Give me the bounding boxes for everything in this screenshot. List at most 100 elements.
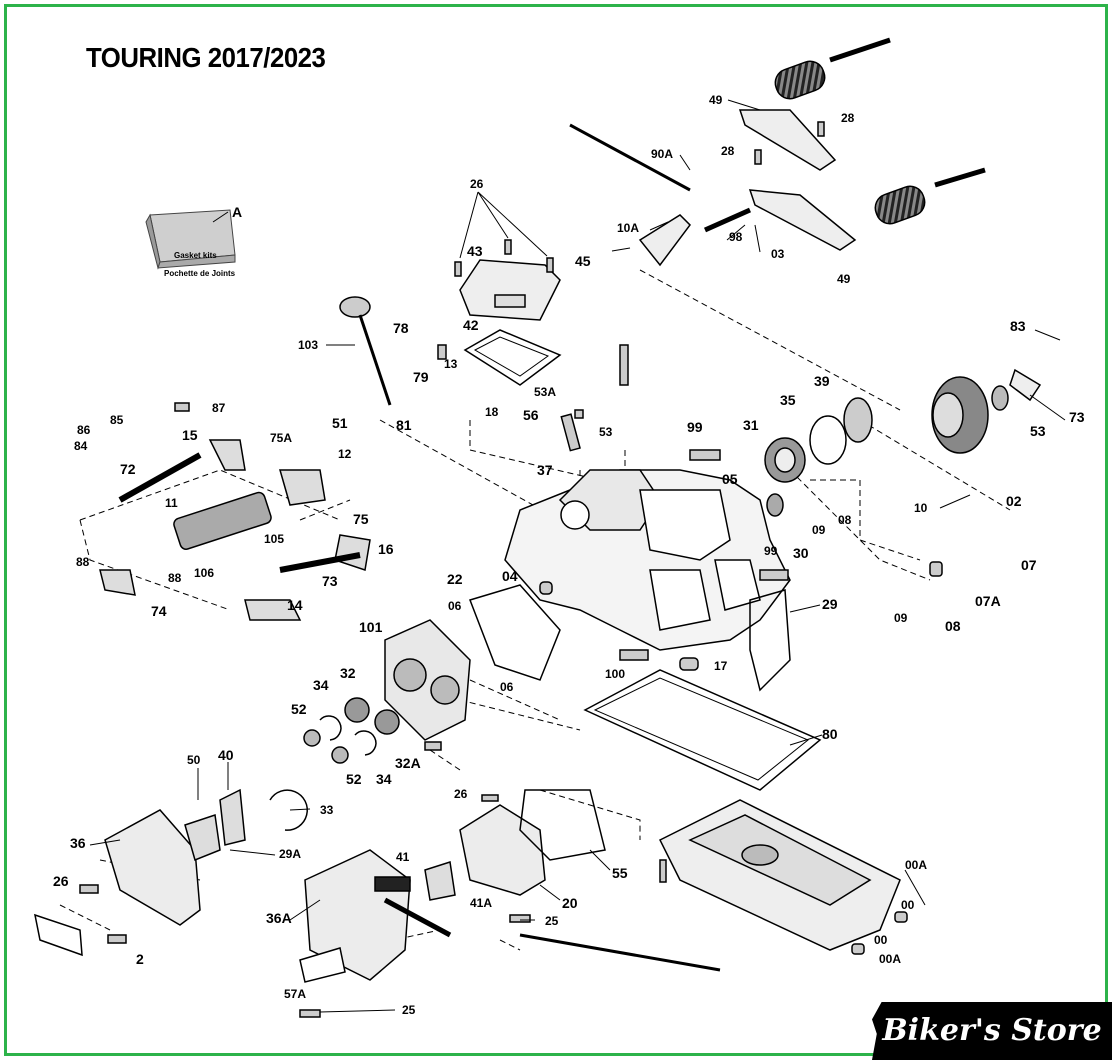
- dipstick: [339, 296, 392, 406]
- page-border: [4, 4, 1108, 1056]
- callout: 25: [545, 914, 559, 928]
- callout: 34: [313, 677, 329, 693]
- callout: 56: [523, 407, 539, 423]
- gasket-kit-caption: Pochette de Joints: [164, 269, 236, 278]
- callout: 18: [485, 405, 499, 419]
- callout: 02: [1006, 493, 1022, 509]
- callout: 14: [287, 597, 303, 613]
- callout: 33: [320, 803, 334, 817]
- brand-logo: Biker's Store: [872, 1002, 1112, 1060]
- callout: 81: [396, 417, 412, 433]
- page-title: TOURING 2017/2023: [86, 42, 326, 73]
- callout: 34: [376, 771, 392, 787]
- callout: 72: [120, 461, 136, 477]
- callout: 86: [77, 423, 91, 437]
- callout: 00A: [905, 858, 927, 872]
- callout: 00: [874, 933, 888, 947]
- callout: 53A: [534, 385, 556, 399]
- gasket-kit-box: [145, 209, 236, 270]
- callout: 41: [396, 850, 410, 864]
- callout: 06: [500, 680, 514, 694]
- callout: 99: [687, 419, 703, 435]
- callout: 08: [945, 618, 961, 634]
- callout: 00A: [879, 952, 901, 966]
- callout: 39: [814, 373, 830, 389]
- callout: 78: [393, 320, 409, 336]
- callout: 31: [743, 417, 759, 433]
- callout: 52: [346, 771, 362, 787]
- callout: 42: [463, 317, 479, 333]
- callout: 40: [218, 747, 234, 763]
- callout: 103: [298, 338, 318, 352]
- callout: 26: [53, 873, 69, 889]
- callout: 90A: [651, 147, 673, 161]
- callout: 88: [76, 555, 90, 569]
- callout: 13: [444, 357, 458, 371]
- callout: 09: [894, 611, 908, 625]
- transmission-door: [384, 619, 471, 741]
- callout: 83: [1010, 318, 1026, 334]
- callout: 09: [812, 523, 826, 537]
- callout: 36: [70, 835, 86, 851]
- callout: 49: [837, 272, 851, 286]
- callout: 106: [194, 566, 214, 580]
- callout: 75: [353, 511, 369, 527]
- callout: 10: [914, 501, 928, 515]
- callout: 17: [714, 659, 728, 673]
- leader-line-A: [212, 211, 229, 223]
- callout: 32: [340, 665, 356, 681]
- callout: 28: [841, 111, 855, 125]
- callout: 85: [110, 413, 124, 427]
- oil-pan: [658, 799, 901, 951]
- callout: 05: [722, 471, 738, 487]
- callout: 45: [575, 253, 591, 269]
- callout-leaders: [89, 99, 1066, 1013]
- callout: 26: [454, 787, 468, 801]
- callout: 32A: [395, 755, 421, 771]
- door-bearings: [303, 697, 400, 764]
- callout: 07A: [975, 593, 1001, 609]
- cover-gaskets: [269, 589, 791, 861]
- callout: 53: [599, 425, 613, 439]
- gasket-kit-label: A: [232, 204, 242, 220]
- callout: 88: [168, 571, 182, 585]
- bearings-right: [764, 397, 873, 517]
- callout: 52: [291, 701, 307, 717]
- callout: 55: [612, 865, 628, 881]
- callout: 12: [338, 447, 352, 461]
- callout: 87: [212, 401, 226, 415]
- callout: 29: [822, 596, 838, 612]
- callout: 00: [901, 898, 915, 912]
- callout: 98: [729, 230, 743, 244]
- callout: 20: [562, 895, 578, 911]
- callout: 28: [721, 144, 735, 158]
- gasket-kit-box-text: Gasket kits: [174, 251, 217, 260]
- callout: 36A: [266, 910, 292, 926]
- transmission-housing: [504, 469, 791, 651]
- shift-lever-assembly: [569, 37, 986, 267]
- callout: 35: [780, 392, 796, 408]
- shift-drum-and-forks: [99, 439, 371, 621]
- callout: 73: [1069, 409, 1085, 425]
- callout: 74: [151, 603, 167, 619]
- callout: 25: [402, 1003, 416, 1017]
- door-gasket: [469, 584, 561, 681]
- callout-labels: 26 43 42 45 10A 90A 49 28 28 98 03 49 10…: [53, 93, 1085, 1017]
- callout: 100: [605, 667, 625, 681]
- callout: 84: [74, 439, 88, 453]
- callout: 04: [502, 568, 518, 584]
- callout: 07: [1021, 557, 1037, 573]
- callout: 11: [165, 496, 178, 510]
- callout: 10A: [617, 221, 639, 235]
- small-bolts: [79, 121, 943, 1018]
- callout: 43: [467, 243, 483, 259]
- callout: 37: [537, 462, 553, 478]
- callout: 79: [413, 369, 429, 385]
- callout: 50: [187, 753, 201, 767]
- top-cover: [459, 259, 561, 321]
- callout: 29A: [279, 847, 301, 861]
- callout: 08: [838, 513, 852, 527]
- callout: 30: [793, 545, 809, 561]
- callout: 2: [136, 951, 144, 967]
